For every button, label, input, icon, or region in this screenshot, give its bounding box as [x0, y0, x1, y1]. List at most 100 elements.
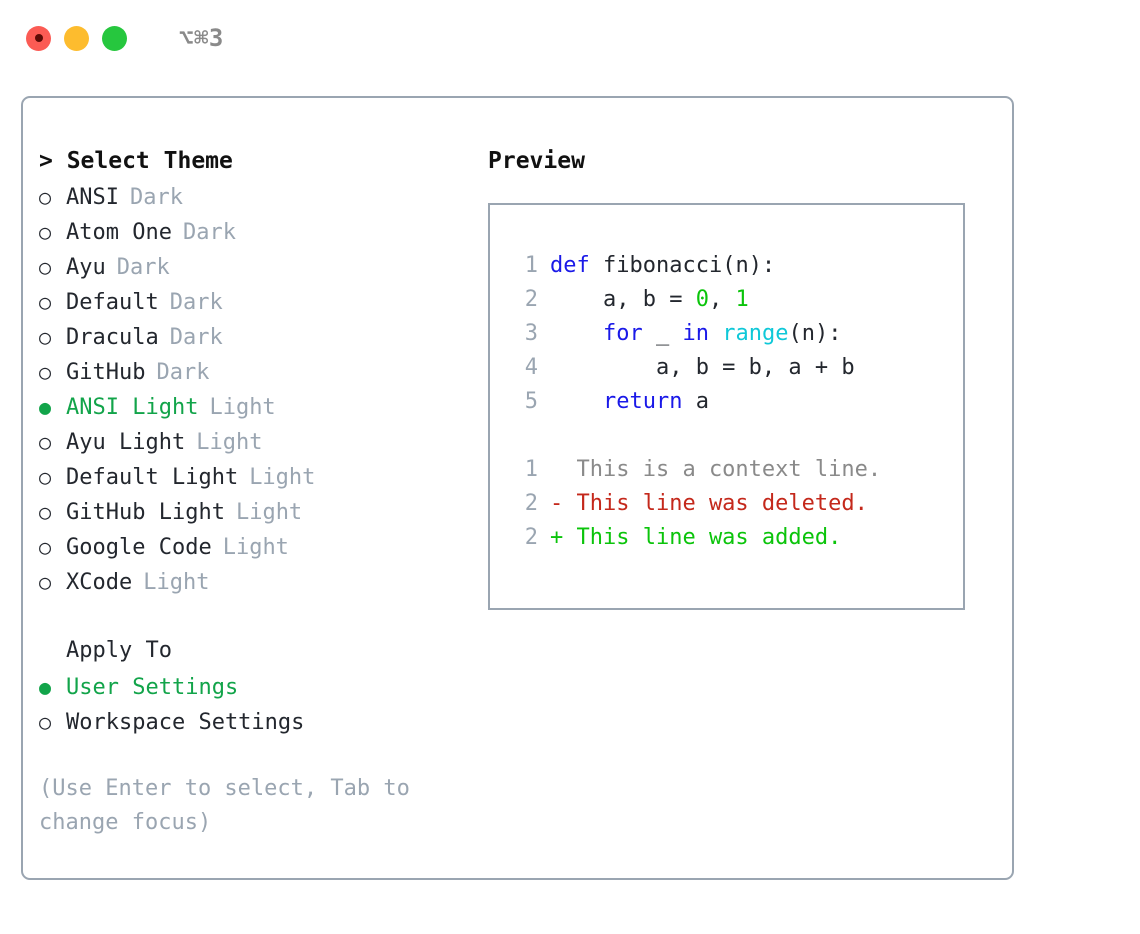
theme-option-label: Dracula	[66, 325, 159, 350]
radio-unselected-icon[interactable]: ○	[39, 570, 52, 594]
code-diff-gap	[512, 419, 963, 453]
diff-line-ctx: 1 This is a context line.	[512, 453, 963, 487]
select-theme-heading: > Select Theme	[39, 148, 233, 174]
theme-option-variant: Dark	[169, 325, 223, 350]
keyboard-shortcut-label: ⌥⌘3	[179, 24, 224, 52]
radio-unselected-icon[interactable]: ○	[39, 500, 52, 524]
theme-option-label: GitHub	[66, 360, 146, 385]
code-token-plain: a	[682, 389, 709, 414]
diff-sample: 1 This is a context line. 2 - This line wa…	[512, 453, 963, 555]
theme-option-variant: Light	[222, 535, 289, 560]
theme-option-6[interactable]: ● ANSI Light Light	[39, 390, 488, 425]
code-line-3: 3 for _ in range(n):	[512, 317, 963, 351]
diff-line-text: - This line was deleted.	[550, 491, 868, 516]
code-token-plain	[550, 321, 603, 346]
apply-to-options[interactable]: ● User Settings ○ Workspace Settings	[39, 670, 488, 740]
radio-unselected-icon[interactable]: ○	[39, 430, 52, 454]
radio-unselected-icon[interactable]: ○	[39, 325, 52, 349]
line-number: 2	[524, 491, 538, 516]
theme-option-label: Default Light	[66, 465, 239, 490]
radio-unselected-icon[interactable]: ○	[39, 255, 52, 279]
code-token-kw: for	[602, 321, 643, 346]
theme-option-4[interactable]: ○ Dracula Dark	[39, 320, 488, 355]
theme-option-9[interactable]: ○ GitHub Light Light	[39, 495, 488, 530]
apply-to-option-label: Workspace Settings	[66, 710, 305, 735]
theme-option-variant: Dark	[156, 360, 210, 385]
line-number: 2	[524, 287, 538, 312]
code-token-plain: ,	[708, 287, 736, 312]
diff-line-text: This is a context line.	[550, 457, 882, 482]
code-token-plain	[709, 321, 722, 346]
theme-option-1[interactable]: ○ Atom One Dark	[39, 215, 488, 250]
apply-to-option-1[interactable]: ○ Workspace Settings	[39, 705, 488, 740]
theme-option-label: Atom One	[66, 220, 172, 245]
code-token-plain: a, b =	[550, 287, 696, 312]
code-line-5: 5 return a	[512, 385, 963, 419]
theme-option-variant: Dark	[182, 220, 236, 245]
theme-option-variant: Light	[143, 570, 210, 595]
minimize-window-button[interactable]	[64, 25, 89, 51]
theme-option-label: Ayu	[66, 255, 106, 280]
apply-to-option-0[interactable]: ● User Settings	[39, 670, 488, 705]
theme-option-label: ANSI Light	[66, 395, 199, 420]
code-token-kw: return	[602, 389, 683, 414]
code-token-plain: (n):	[788, 321, 842, 346]
theme-option-5[interactable]: ○ GitHub Dark	[39, 355, 488, 390]
title-bar: ⌥⌘3	[0, 0, 1140, 76]
close-window-button[interactable]	[26, 25, 51, 51]
theme-option-variant: Dark	[116, 255, 170, 280]
radio-unselected-icon[interactable]: ○	[39, 360, 52, 384]
line-number: 1	[524, 253, 538, 278]
maximize-window-button[interactable]	[102, 25, 127, 51]
window-controls	[26, 25, 127, 51]
theme-option-label: ANSI	[66, 185, 119, 210]
theme-option-variant: Light	[235, 500, 303, 525]
radio-unselected-icon[interactable]: ○	[39, 220, 52, 244]
radio-unselected-icon[interactable]: ○	[39, 185, 52, 209]
theme-option-2[interactable]: ○ Ayu Dark	[39, 250, 488, 285]
theme-option-variant: Dark	[169, 290, 223, 315]
diff-line-text: + This line was added.	[550, 525, 842, 550]
line-number: 4	[524, 355, 538, 380]
preview-heading: Preview	[488, 148, 585, 174]
code-token-plain: fibonacci(n):	[589, 253, 776, 278]
line-number: 2	[524, 525, 538, 550]
code-token-plain	[550, 389, 603, 414]
radio-unselected-icon[interactable]: ○	[39, 710, 52, 734]
radio-unselected-icon[interactable]: ○	[39, 465, 52, 489]
line-number: 3	[524, 321, 538, 346]
diff-line-del: 2 - This line was deleted.	[512, 487, 963, 521]
diff-line-add: 2 + This line was added.	[512, 521, 963, 555]
code-token-kw: in	[682, 321, 709, 346]
list-spacer	[39, 600, 488, 634]
theme-option-label: Ayu Light	[66, 430, 186, 455]
theme-option-label: Google Code	[66, 535, 212, 560]
theme-option-11[interactable]: ○ XCode Light	[39, 565, 488, 600]
radio-selected-icon[interactable]: ●	[39, 395, 52, 419]
line-number: 1	[524, 457, 538, 482]
radio-unselected-icon[interactable]: ○	[39, 535, 52, 559]
theme-option-variant: Light	[209, 395, 276, 420]
apply-to-option-label: User Settings	[66, 675, 239, 700]
theme-option-variant: Dark	[129, 185, 183, 210]
theme-option-label: GitHub Light	[66, 500, 225, 525]
code-token-plain: a, b = b, a + b	[550, 355, 855, 380]
theme-option-label: XCode	[66, 570, 133, 595]
code-line-2: 2 a, b = 0, 1	[512, 283, 963, 317]
code-token-plain: _	[642, 321, 683, 346]
code-token-fn: range	[722, 321, 789, 346]
radio-selected-icon[interactable]: ●	[39, 675, 52, 699]
theme-option-10[interactable]: ○ Google Code Light	[39, 530, 488, 565]
radio-unselected-icon[interactable]: ○	[39, 290, 52, 314]
theme-option-0[interactable]: ○ ANSI Dark	[39, 180, 488, 215]
